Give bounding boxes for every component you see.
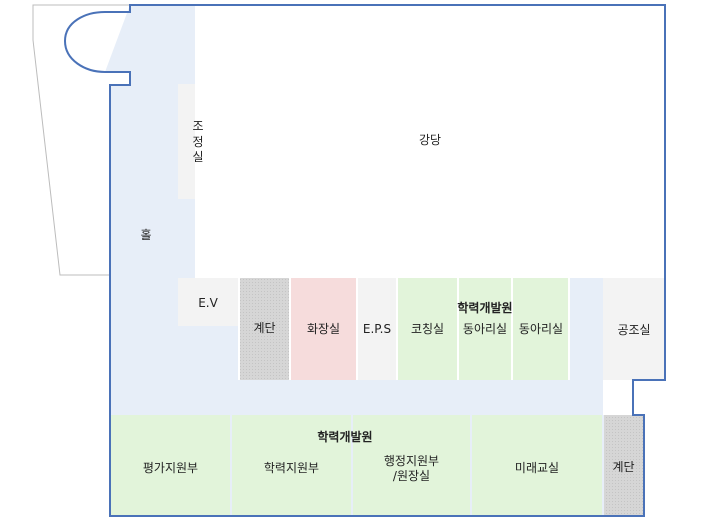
coaching-room — [398, 278, 457, 380]
label-stairs-right: 계단 — [612, 459, 635, 474]
label-club-room-2: 동아리실 — [518, 321, 564, 336]
admin-support-room — [353, 415, 470, 515]
club-room-2 — [513, 278, 568, 380]
label-admin-support: 행정지원부 /원장실 — [383, 454, 440, 483]
control-room-text: 조 정 실 — [192, 119, 204, 165]
academic-support-room — [232, 415, 351, 515]
exterior-outline — [32, 4, 130, 276]
building-wall — [63, 4, 666, 517]
hall-area — [105, 5, 644, 516]
label-future-classroom: 미래교실 — [514, 460, 560, 475]
label-club-room-1: 동아리실 — [462, 321, 508, 336]
label-group-top: 학력개발원 — [457, 300, 513, 315]
label-ev: E.V — [198, 295, 218, 310]
stairs-left — [240, 278, 289, 380]
auditorium — [195, 5, 665, 278]
restroom — [291, 278, 356, 380]
stairs-right — [604, 415, 643, 515]
label-auditorium: 강당 — [418, 132, 442, 147]
label-hall: 홀 — [140, 227, 152, 242]
evaluation-support-room — [111, 415, 230, 515]
label-restroom: 화장실 — [306, 321, 341, 336]
label-air-room: 공조실 — [617, 322, 651, 337]
label-stairs-left: 계단 — [253, 320, 276, 335]
label-evaluation-support: 평가지원부 — [142, 460, 199, 475]
future-classroom — [472, 415, 602, 515]
label-control-room: 조 정 실 — [178, 110, 218, 175]
label-group-bottom: 학력개발원 — [317, 429, 373, 444]
label-eps: E.P.S — [362, 321, 392, 336]
ev-room — [178, 278, 238, 326]
label-academic-support: 학력지원부 — [263, 460, 320, 475]
eps-room — [358, 278, 396, 380]
club-room-1 — [459, 278, 511, 380]
label-coaching-room: 코칭실 — [410, 321, 445, 336]
air-room — [603, 278, 665, 380]
